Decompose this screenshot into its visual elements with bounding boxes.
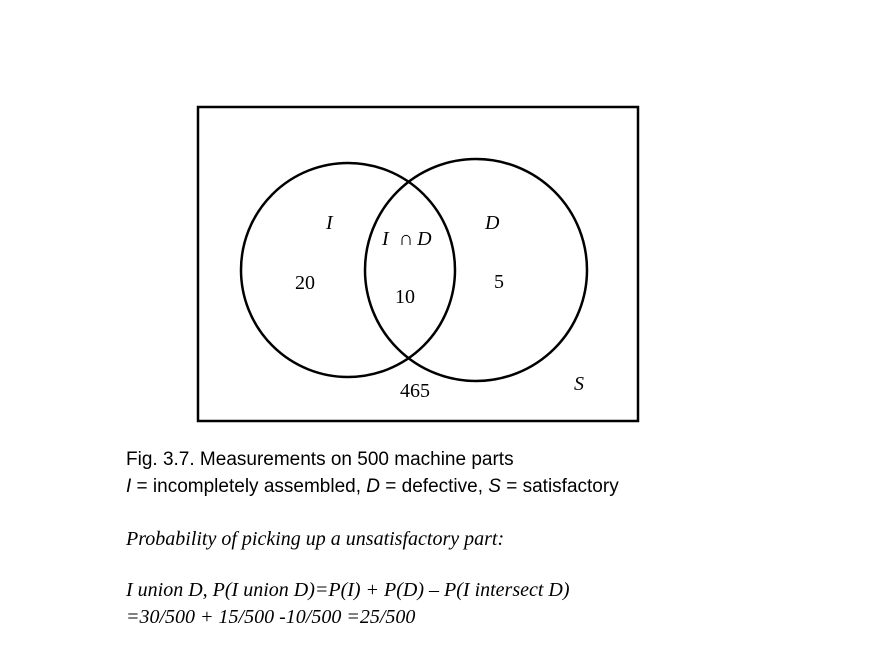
def-s-text: = satisfactory	[500, 476, 619, 497]
caption-definitions: I = incompletely assembled, D = defectiv…	[126, 473, 826, 500]
figure-caption: Fig. 3.7. Measurements on 500 machine pa…	[126, 446, 826, 500]
probability-heading: Probability of picking up a unsatisfacto…	[126, 528, 505, 550]
set-d-circle	[363, 157, 589, 383]
def-i-text: = incompletely assembled,	[131, 476, 361, 497]
set-i-label: I	[325, 212, 334, 234]
formula-line-1: I union D, P(I union D)=P(I) + P(D) – P(…	[126, 579, 570, 601]
set-i-circle	[239, 161, 457, 379]
formula-line-2: =30/500 + 15/500 -10/500 =25/500	[126, 606, 416, 628]
venn-diagram: I D I∩D 20 10 5 465 S	[196, 105, 640, 423]
only-d-count: 5	[494, 271, 504, 293]
def-d-text: = defective,	[380, 476, 489, 497]
set-d-label: D	[484, 212, 500, 234]
def-s-symbol: S	[488, 476, 501, 497]
intersection-count: 10	[395, 286, 415, 308]
intersection-symbol: ∩	[399, 228, 413, 250]
intersection-label: I ∩D	[381, 228, 432, 250]
intersection-label-left: I	[381, 228, 390, 250]
intersection-label-right: D	[416, 228, 432, 250]
outside-count: 465	[400, 380, 430, 402]
caption-title: Fig. 3.7. Measurements on 500 machine pa…	[126, 449, 514, 470]
only-i-count: 20	[295, 272, 315, 294]
universe-label: S	[574, 373, 584, 395]
def-i-symbol: I	[126, 476, 132, 497]
universe-rectangle	[196, 105, 640, 423]
def-d-symbol: D	[366, 476, 380, 497]
